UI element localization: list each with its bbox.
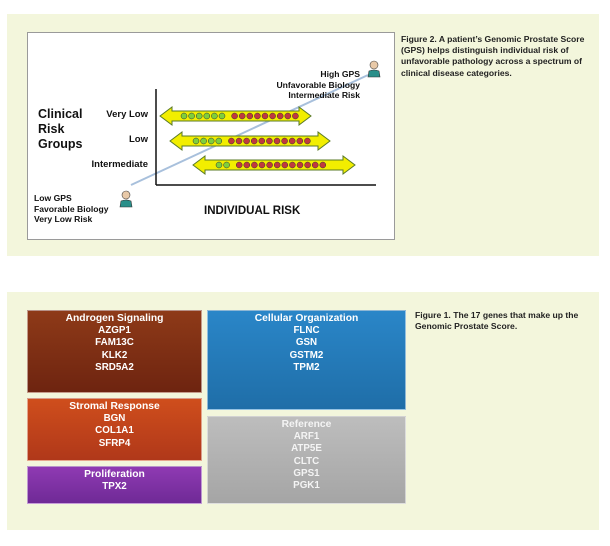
red-dot <box>258 137 266 145</box>
arrow-very-low <box>159 106 312 126</box>
group-title: Cellular Organization <box>254 313 359 324</box>
green-dot <box>218 112 226 120</box>
red-dot <box>261 112 269 120</box>
gene-label: KLK2 <box>101 349 128 361</box>
cellular-organization-box: Cellular Organization FLNC GSN GSTM2 TPM… <box>207 310 406 410</box>
green-dot <box>207 137 215 145</box>
green-dot <box>211 112 218 120</box>
red-dot <box>235 161 243 169</box>
red-dot <box>289 161 296 169</box>
stromal-response-box: Stromal Response BGN COL1A1 SFRP4 <box>27 398 202 461</box>
gene-label: FAM13C <box>95 337 134 349</box>
proliferation-box: Proliferation TPX2 <box>27 466 202 504</box>
gene-label: AZGP1 <box>98 325 131 337</box>
gene-label: PGK1 <box>293 480 320 492</box>
clinical-risk-groups-label: Clinical Risk Groups <box>38 107 83 151</box>
red-dot <box>243 137 250 145</box>
green-dot <box>180 112 188 120</box>
green-dot <box>188 112 195 120</box>
red-dot <box>258 161 266 169</box>
gene-label: ATP5E <box>291 443 322 455</box>
red-dot <box>276 112 284 120</box>
doctor-icon-high <box>367 60 381 78</box>
high-gps-label: High GPS Unfavorable Biology Intermediat… <box>276 69 360 100</box>
red-dot <box>288 137 296 145</box>
red-dot <box>273 137 281 145</box>
gene-label: FLNC <box>293 325 320 337</box>
gene-label: SRD5A2 <box>95 361 134 373</box>
doctor-icon-low <box>119 190 133 208</box>
figure-2-panel: Clinical Risk Groups Very Low Low Interm… <box>7 14 599 256</box>
green-dot <box>223 161 230 169</box>
red-dot <box>269 112 276 120</box>
arrow-intermediate <box>192 155 356 175</box>
arrow-low <box>169 131 331 151</box>
group-title: Proliferation <box>84 469 145 480</box>
row-label-low: Low <box>129 134 148 145</box>
gene-label: SFRP4 <box>98 437 131 449</box>
red-dot <box>231 112 238 120</box>
androgen-signaling-box: Androgen Signaling AZGP1 FAM13C KLK2 SRD… <box>27 310 202 393</box>
gene-label: GSN <box>295 337 318 349</box>
green-dot <box>215 137 223 145</box>
gene-label: GSTM2 <box>289 349 324 361</box>
risk-diagram: Clinical Risk Groups Very Low Low Interm… <box>27 32 395 240</box>
red-dot <box>228 137 235 145</box>
diagonal-line <box>130 74 369 186</box>
reference-box: Reference ARF1 ATP5E CLTC GPS1 PGK1 <box>207 416 406 504</box>
red-dot <box>292 112 299 120</box>
red-dot <box>281 161 289 169</box>
red-dot <box>238 112 246 120</box>
green-dot <box>203 112 211 120</box>
risk-diagram-graphic <box>119 60 381 208</box>
figure-2-caption: Figure 2. A patient’s Genomic Prostate S… <box>401 34 585 78</box>
red-dot <box>243 161 251 169</box>
red-dot <box>319 161 327 169</box>
red-dot <box>266 137 273 145</box>
green-dot <box>200 137 207 145</box>
figure-1-panel: Androgen Signaling AZGP1 FAM13C KLK2 SRD… <box>7 292 599 530</box>
group-title: Reference <box>281 419 332 430</box>
low-gps-label: Low GPS Favorable Biology Very Low Risk <box>34 193 109 224</box>
red-dot <box>281 137 288 145</box>
red-dot <box>284 112 292 120</box>
red-dot <box>296 137 304 145</box>
gene-label: BGN <box>103 413 126 425</box>
red-dot <box>251 161 258 169</box>
red-dot <box>250 137 258 145</box>
red-dot <box>246 112 254 120</box>
figure-1-caption: Figure 1. The 17 genes that make up the … <box>415 310 579 332</box>
row-label-very-low: Very Low <box>106 109 148 120</box>
group-title: Androgen Signaling <box>65 313 164 324</box>
red-dot <box>304 161 311 169</box>
gene-label: GPS1 <box>293 467 320 479</box>
red-dot <box>254 112 261 120</box>
red-dot <box>235 137 243 145</box>
red-dot <box>273 161 281 169</box>
green-dot <box>215 161 223 169</box>
gene-label: TPM2 <box>293 361 320 373</box>
individual-risk-axis-label: INDIVIDUAL RISK <box>204 205 301 217</box>
gene-label: COL1A1 <box>95 425 134 437</box>
green-dot <box>192 137 200 145</box>
green-dot <box>195 112 203 120</box>
gene-label: TPX2 <box>102 481 127 493</box>
red-dot <box>311 161 319 169</box>
gene-label: ARF1 <box>293 431 320 443</box>
gene-label: CLTC <box>293 455 320 467</box>
group-title: Stromal Response <box>69 401 160 412</box>
red-dot <box>296 161 304 169</box>
red-dot <box>266 161 273 169</box>
row-label-intermediate: Intermediate <box>91 159 149 170</box>
red-dot <box>304 137 311 145</box>
